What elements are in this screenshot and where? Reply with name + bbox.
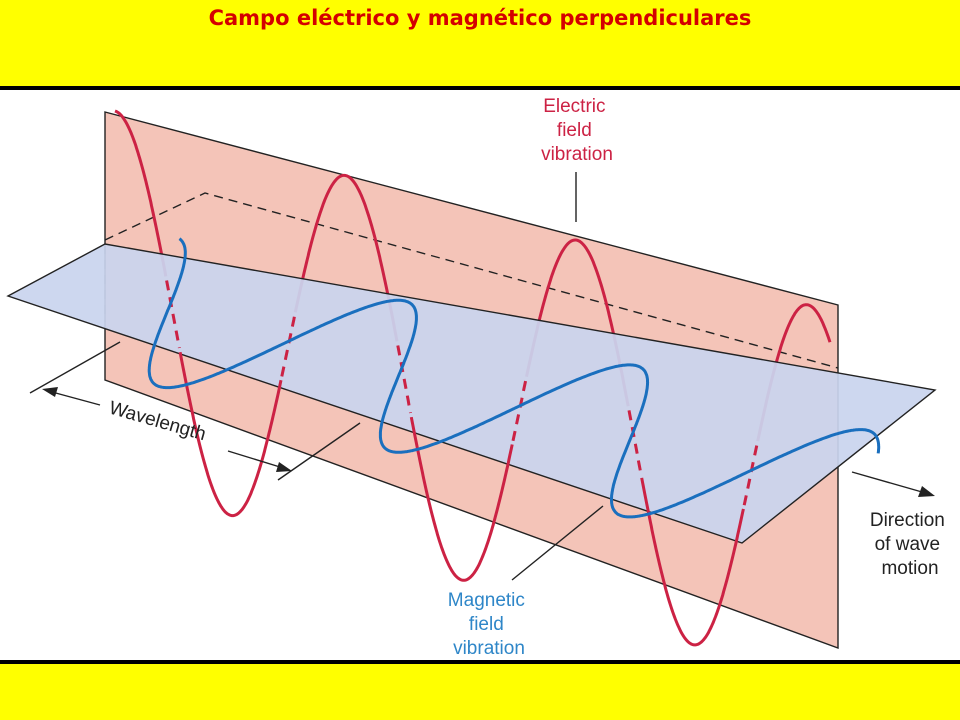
em-wave-diagram: Wavelength Electric field vibration Magn… bbox=[6, 96, 950, 659]
electric-label-line-1: Electric bbox=[543, 96, 605, 117]
footer-band bbox=[0, 660, 960, 720]
wavelength-tick-left bbox=[29, 341, 121, 394]
direction-arrow-line bbox=[851, 471, 923, 493]
electric-field-label: Electric field vibration bbox=[541, 96, 613, 165]
wavelength-arrow-left-line bbox=[51, 391, 101, 406]
wavelength-arrowhead-left bbox=[42, 387, 58, 397]
electric-wave-back bbox=[114, 109, 832, 442]
magnetic-plane-back-edge bbox=[104, 192, 839, 369]
direction-label-line-3: motion bbox=[881, 558, 938, 579]
magnetic-label-leader bbox=[511, 505, 604, 581]
wavelength-arrowhead-right bbox=[276, 462, 292, 472]
direction-label-line-1: Direction bbox=[870, 510, 945, 531]
direction-label-line-2: of wave bbox=[875, 534, 940, 555]
header-band: Campo eléctrico y magnético perpendicula… bbox=[0, 0, 960, 90]
electric-wave-front bbox=[178, 351, 745, 647]
magnetic-label-line-1: Magnetic bbox=[448, 590, 525, 611]
magnetic-label-line-2: field bbox=[469, 614, 504, 635]
electric-wave-hidden bbox=[165, 280, 759, 506]
page-title: Campo eléctrico y magnético perpendicula… bbox=[208, 6, 752, 30]
electric-label-line-2: field bbox=[557, 120, 592, 141]
magnetic-label-line-3: vibration bbox=[453, 638, 525, 659]
wavelength-arrow-right-line bbox=[227, 450, 281, 468]
wavelength-tick-right bbox=[277, 422, 361, 481]
magnetic-wave bbox=[147, 237, 881, 519]
magnetic-field-label: Magnetic field vibration bbox=[448, 590, 530, 659]
direction-label: Direction of wave motion bbox=[870, 510, 950, 579]
magnetic-field-plane bbox=[6, 243, 937, 544]
electric-label-line-3: vibration bbox=[541, 144, 613, 165]
direction-arrowhead bbox=[918, 486, 935, 497]
